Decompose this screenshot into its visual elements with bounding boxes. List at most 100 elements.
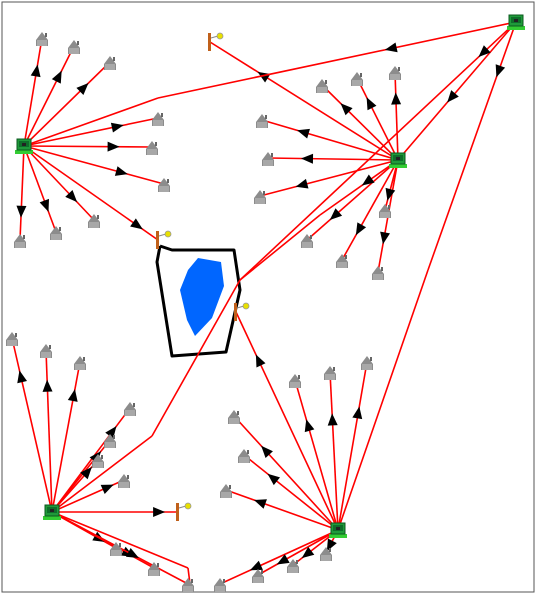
connection-line (394, 71, 399, 161)
connection-line (397, 21, 517, 161)
house-icon (372, 266, 384, 280)
connection-line (329, 371, 339, 531)
direction-arrow-icon (51, 70, 62, 84)
house-icon (50, 226, 62, 240)
connection-line (427, 21, 517, 271)
connection-line (19, 145, 25, 241)
connection-line (257, 529, 339, 576)
connection-line (384, 159, 399, 211)
connection-line (321, 84, 399, 161)
connection-line (51, 361, 81, 513)
house-icon (320, 547, 332, 561)
house-icon (389, 66, 401, 80)
connection-line (319, 159, 399, 216)
connection-line (151, 279, 241, 437)
house-icon (68, 40, 80, 54)
house-icon (6, 332, 18, 346)
house-icon (36, 32, 48, 46)
connection-line (259, 159, 399, 197)
house-icon (182, 578, 194, 592)
house-icon (238, 449, 250, 463)
computer-hub-icon (329, 522, 347, 538)
direction-arrow-icon (276, 554, 290, 565)
lamp-post-icon (234, 302, 250, 321)
house-icon (104, 56, 116, 70)
house-icon (88, 214, 100, 228)
connection-line (337, 361, 368, 531)
connection-line (356, 77, 399, 161)
direction-arrow-icon (42, 379, 53, 392)
lamp-post-icon (156, 230, 172, 249)
lake-icon (180, 258, 224, 336)
connection-line (23, 117, 159, 147)
house-icon (287, 559, 299, 573)
fence-outline (155, 244, 242, 358)
connection-line (337, 269, 429, 531)
connection-line (45, 349, 53, 513)
direction-arrow-icon (125, 547, 139, 559)
house-icon (92, 454, 104, 468)
direction-arrow-icon (304, 419, 315, 433)
house-icon (301, 234, 313, 248)
direction-arrow-icon (361, 174, 375, 186)
connection-line (233, 415, 339, 531)
connection-line (294, 379, 339, 531)
house-icon (104, 434, 116, 448)
house-icon (336, 254, 348, 268)
connection-line (235, 311, 339, 531)
direction-arrow-icon (385, 187, 396, 201)
connection-line (23, 61, 111, 147)
lamp-post-icon (208, 32, 224, 51)
house-icon (379, 204, 391, 218)
direction-arrow-icon (447, 90, 459, 103)
connection-line (51, 435, 153, 513)
house-icon (220, 484, 232, 498)
house-icon (228, 410, 240, 424)
house-icon (316, 79, 328, 93)
direction-arrow-icon (130, 218, 143, 230)
connection-line (267, 157, 399, 161)
connection-line (157, 21, 517, 99)
direction-arrow-icon (110, 122, 124, 133)
direction-arrow-icon (39, 198, 49, 212)
direction-arrow-icon (253, 499, 267, 509)
connection-line (23, 145, 165, 185)
direction-arrow-icon (355, 222, 367, 236)
direction-arrow-icon (352, 406, 363, 420)
computer-hub-icon (507, 14, 525, 30)
connection-line (23, 145, 153, 148)
house-icon (289, 374, 301, 388)
direction-arrow-icon (17, 370, 28, 384)
connection-line (23, 145, 57, 233)
direction-arrow-icon (255, 354, 266, 368)
connection-line (23, 145, 95, 221)
connection-line (219, 529, 339, 585)
direction-arrow-icon (107, 141, 120, 152)
connection-line (209, 41, 399, 161)
direction-arrow-icon (249, 560, 263, 571)
connection-line (239, 214, 321, 281)
house-icon (110, 542, 122, 556)
house-icon (118, 474, 130, 488)
direction-arrow-icon (384, 42, 398, 53)
direction-arrow-icon (114, 166, 128, 176)
house-icon (148, 562, 160, 576)
direction-arrow-icon (16, 205, 27, 218)
connection-line (306, 159, 399, 241)
house-icon (146, 141, 158, 155)
house-icon (214, 578, 226, 592)
connection-line (243, 454, 339, 531)
house-icon (158, 178, 170, 192)
direction-arrow-icon (366, 97, 377, 111)
house-icon (40, 344, 52, 358)
direction-arrow-icon (80, 466, 92, 480)
house-icon (152, 112, 164, 126)
house-icon (351, 72, 363, 86)
direction-arrow-icon (105, 426, 117, 439)
connection-line (23, 37, 43, 147)
direction-arrow-icon (301, 153, 314, 164)
computer-hub-icon (43, 504, 61, 520)
connection-line (51, 511, 189, 569)
